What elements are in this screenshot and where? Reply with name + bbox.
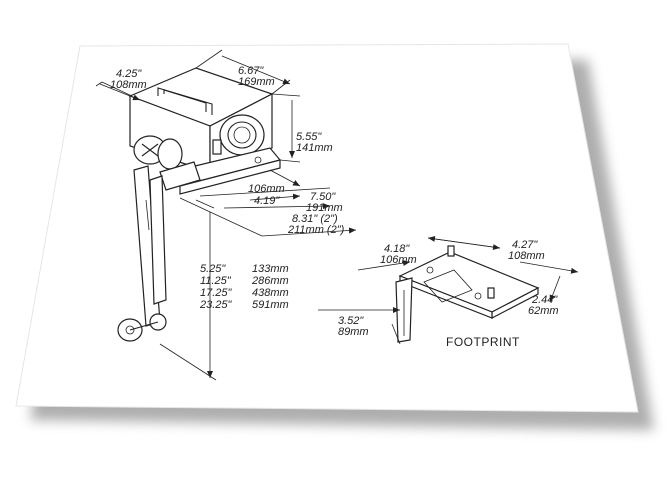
base-c-mm: 211mm (2") (287, 224, 345, 236)
fp-width-mm: 108mm (508, 250, 545, 262)
base-a-mm: 106mm (248, 183, 285, 195)
base-b-mm: 191mm (306, 202, 343, 214)
arm-mm-2: 286mm (251, 275, 289, 287)
arm-inch-4: 23.25" (199, 299, 233, 311)
base-b-inch: 7.50" (310, 191, 336, 203)
fp-depth-inch: 4.18" (384, 243, 410, 255)
height-inch: 5.55" (296, 131, 322, 143)
depth-inch: 4.25" (116, 68, 142, 80)
arm-lengths: 5.25" 133mm 11.25" 286mm 17.25" 438mm 23… (199, 263, 289, 311)
width-inch: 6.67" (238, 65, 264, 77)
fp-post-mm: 89mm (338, 326, 369, 338)
footprint-label: FOOTPRINT (446, 335, 520, 349)
arm-inch-2: 11.25" (200, 275, 232, 287)
fp-width-inch: 4.27" (512, 239, 538, 251)
base-a-inch: 4.19" (254, 195, 280, 207)
depth-mm: 108mm (110, 79, 147, 91)
arm-mm-3: 438mm (252, 287, 289, 299)
arm-mm-1: 133mm (252, 263, 289, 275)
arm-mm-4: 591mm (252, 299, 289, 311)
arm-inch-3: 17.25" (200, 287, 233, 299)
fp-offset-mm: 62mm (528, 305, 559, 317)
fp-post-inch: 3.52" (338, 315, 364, 327)
arm-inch-1: 5.25" (200, 263, 226, 275)
width-mm: 169mm (238, 76, 275, 88)
base-c-inch: 8.31" (2") (292, 213, 338, 225)
footprint-plate (395, 245, 540, 343)
height-mm: 141mm (296, 142, 333, 154)
dimension-labels: 4.25" 108mm 6.67" 169mm 5.55" 141mm 106m… (110, 65, 559, 349)
dimension-lines (95, 49, 357, 381)
mount-arm (117, 135, 201, 342)
footprint-dimension-lines (318, 235, 579, 345)
fp-depth-mm: 106mm (380, 254, 417, 266)
fp-offset-inch: 2.44" (531, 294, 558, 306)
